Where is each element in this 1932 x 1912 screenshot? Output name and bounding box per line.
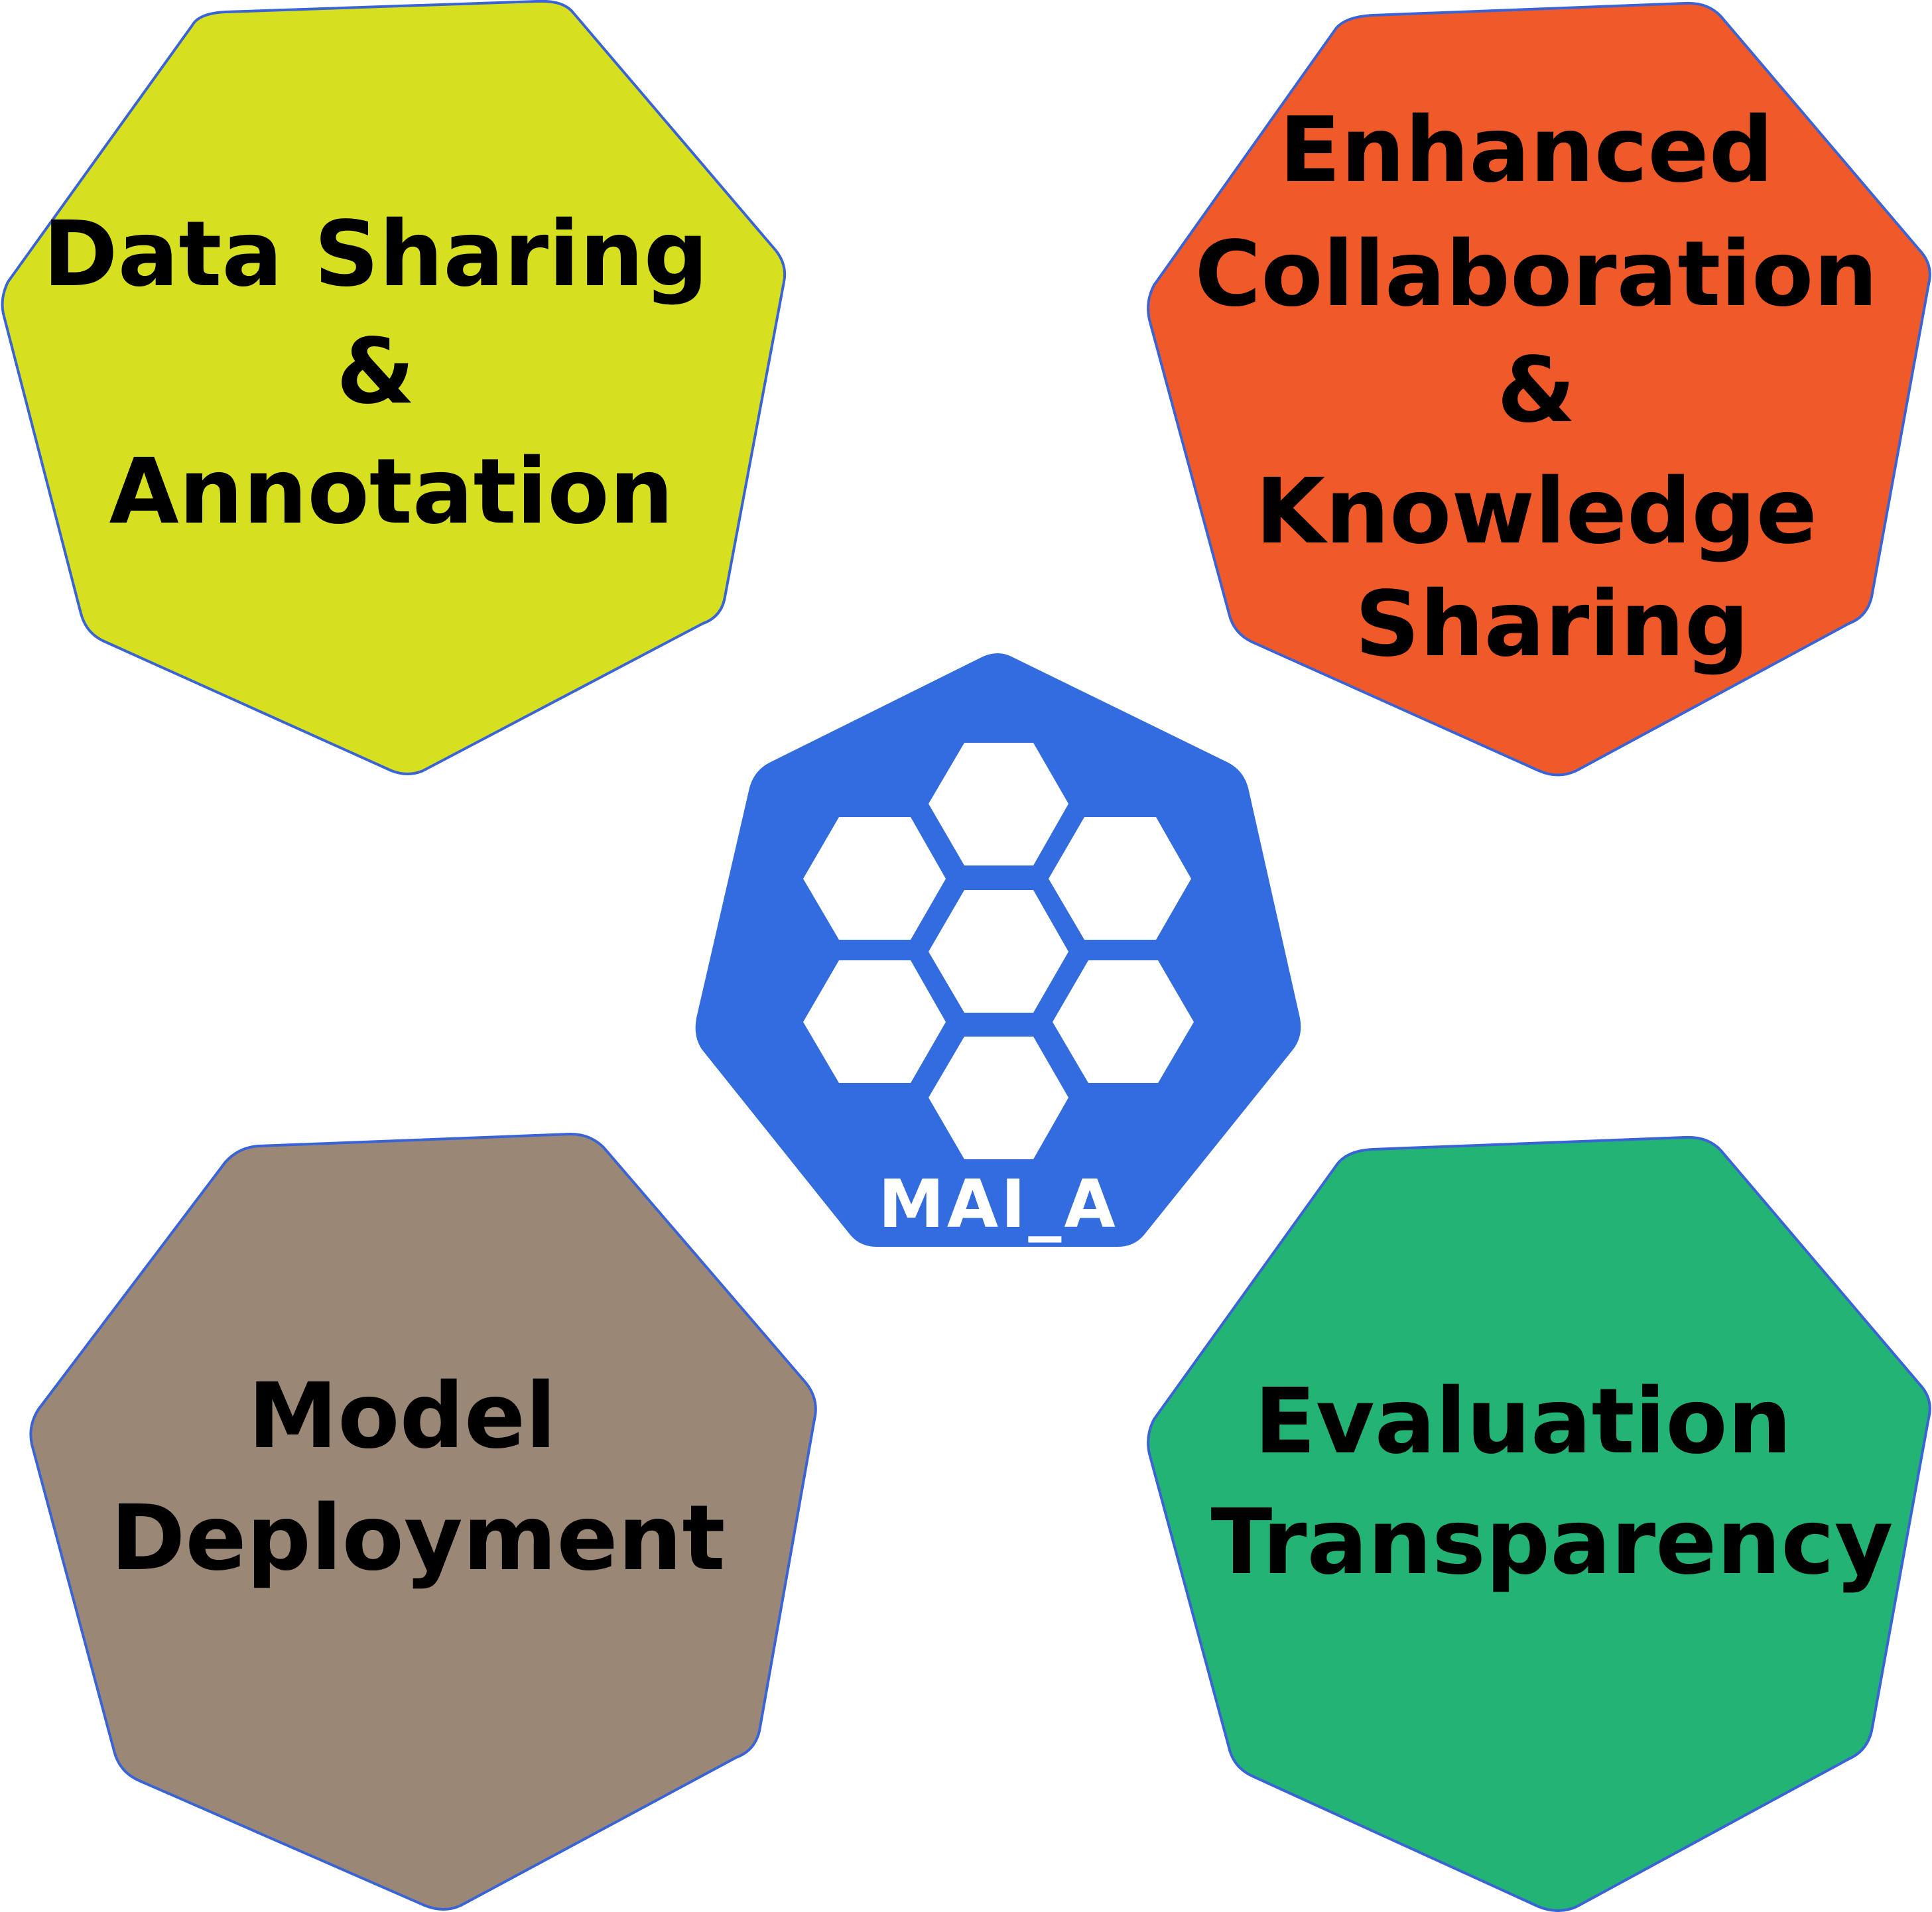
honeycomb-cell-upper-right bbox=[1049, 817, 1191, 940]
honeycomb-cell-middle bbox=[929, 890, 1068, 1013]
node-evaluation-transparency: Evaluation Transparency bbox=[1147, 1135, 1931, 1912]
node-data-sharing-line-1: Data Sharing bbox=[43, 202, 708, 307]
node-enhanced-collaboration-shape bbox=[1147, 1, 1931, 777]
honeycomb-cell-upper-left bbox=[803, 817, 946, 940]
node-data-sharing: Data Sharing & Annotation bbox=[1, 0, 787, 775]
honeycomb-cell-lower-right bbox=[1053, 960, 1194, 1083]
node-evaluation-transparency-line-2: Transparency bbox=[1211, 1490, 1894, 1595]
node-data-sharing-text: Data Sharing & Annotation bbox=[43, 202, 740, 544]
honeycomb-icon bbox=[803, 743, 1194, 1159]
honeycomb-cell-top bbox=[929, 743, 1068, 865]
node-model-deployment-line-1: Model bbox=[248, 1364, 556, 1469]
node-model-deployment-text: Model Deployment bbox=[111, 1364, 726, 1591]
node-data-sharing-line-2: & bbox=[336, 320, 415, 424]
node-enhanced-collaboration: Enhanced Collaboration & Knowledge Shari… bbox=[1147, 1, 1931, 777]
node-data-sharing-shape bbox=[1, 0, 787, 775]
node-evaluation-transparency-text: Evaluation Transparency bbox=[1211, 1370, 1894, 1595]
node-data-sharing-line-3: Annotation bbox=[109, 440, 674, 544]
node-enhanced-collaboration-line-2: Collaboration bbox=[1194, 222, 1878, 327]
honeycomb-cell-lower-left bbox=[803, 960, 946, 1083]
honeycomb-cell-bottom bbox=[929, 1037, 1068, 1159]
node-enhanced-collaboration-line-4: Knowledge bbox=[1256, 460, 1817, 564]
node-model-deployment: Model Deployment bbox=[29, 1133, 817, 1911]
node-evaluation-transparency-shape bbox=[1147, 1135, 1931, 1912]
center-node-label: MAI_A bbox=[878, 1165, 1118, 1243]
node-model-deployment-line-2: Deployment bbox=[111, 1486, 726, 1591]
node-enhanced-collaboration-line-5: Sharing bbox=[1355, 572, 1749, 677]
node-enhanced-collaboration-text: Enhanced Collaboration & Knowledge Shari… bbox=[1194, 98, 1909, 677]
node-model-deployment-shape bbox=[29, 1133, 817, 1911]
center-node: MAI_A bbox=[695, 653, 1301, 1247]
node-evaluation-transparency-line-1: Evaluation bbox=[1254, 1370, 1791, 1474]
node-enhanced-collaboration-line-1: Enhanced bbox=[1279, 98, 1773, 203]
node-enhanced-collaboration-line-3: & bbox=[1497, 338, 1576, 443]
